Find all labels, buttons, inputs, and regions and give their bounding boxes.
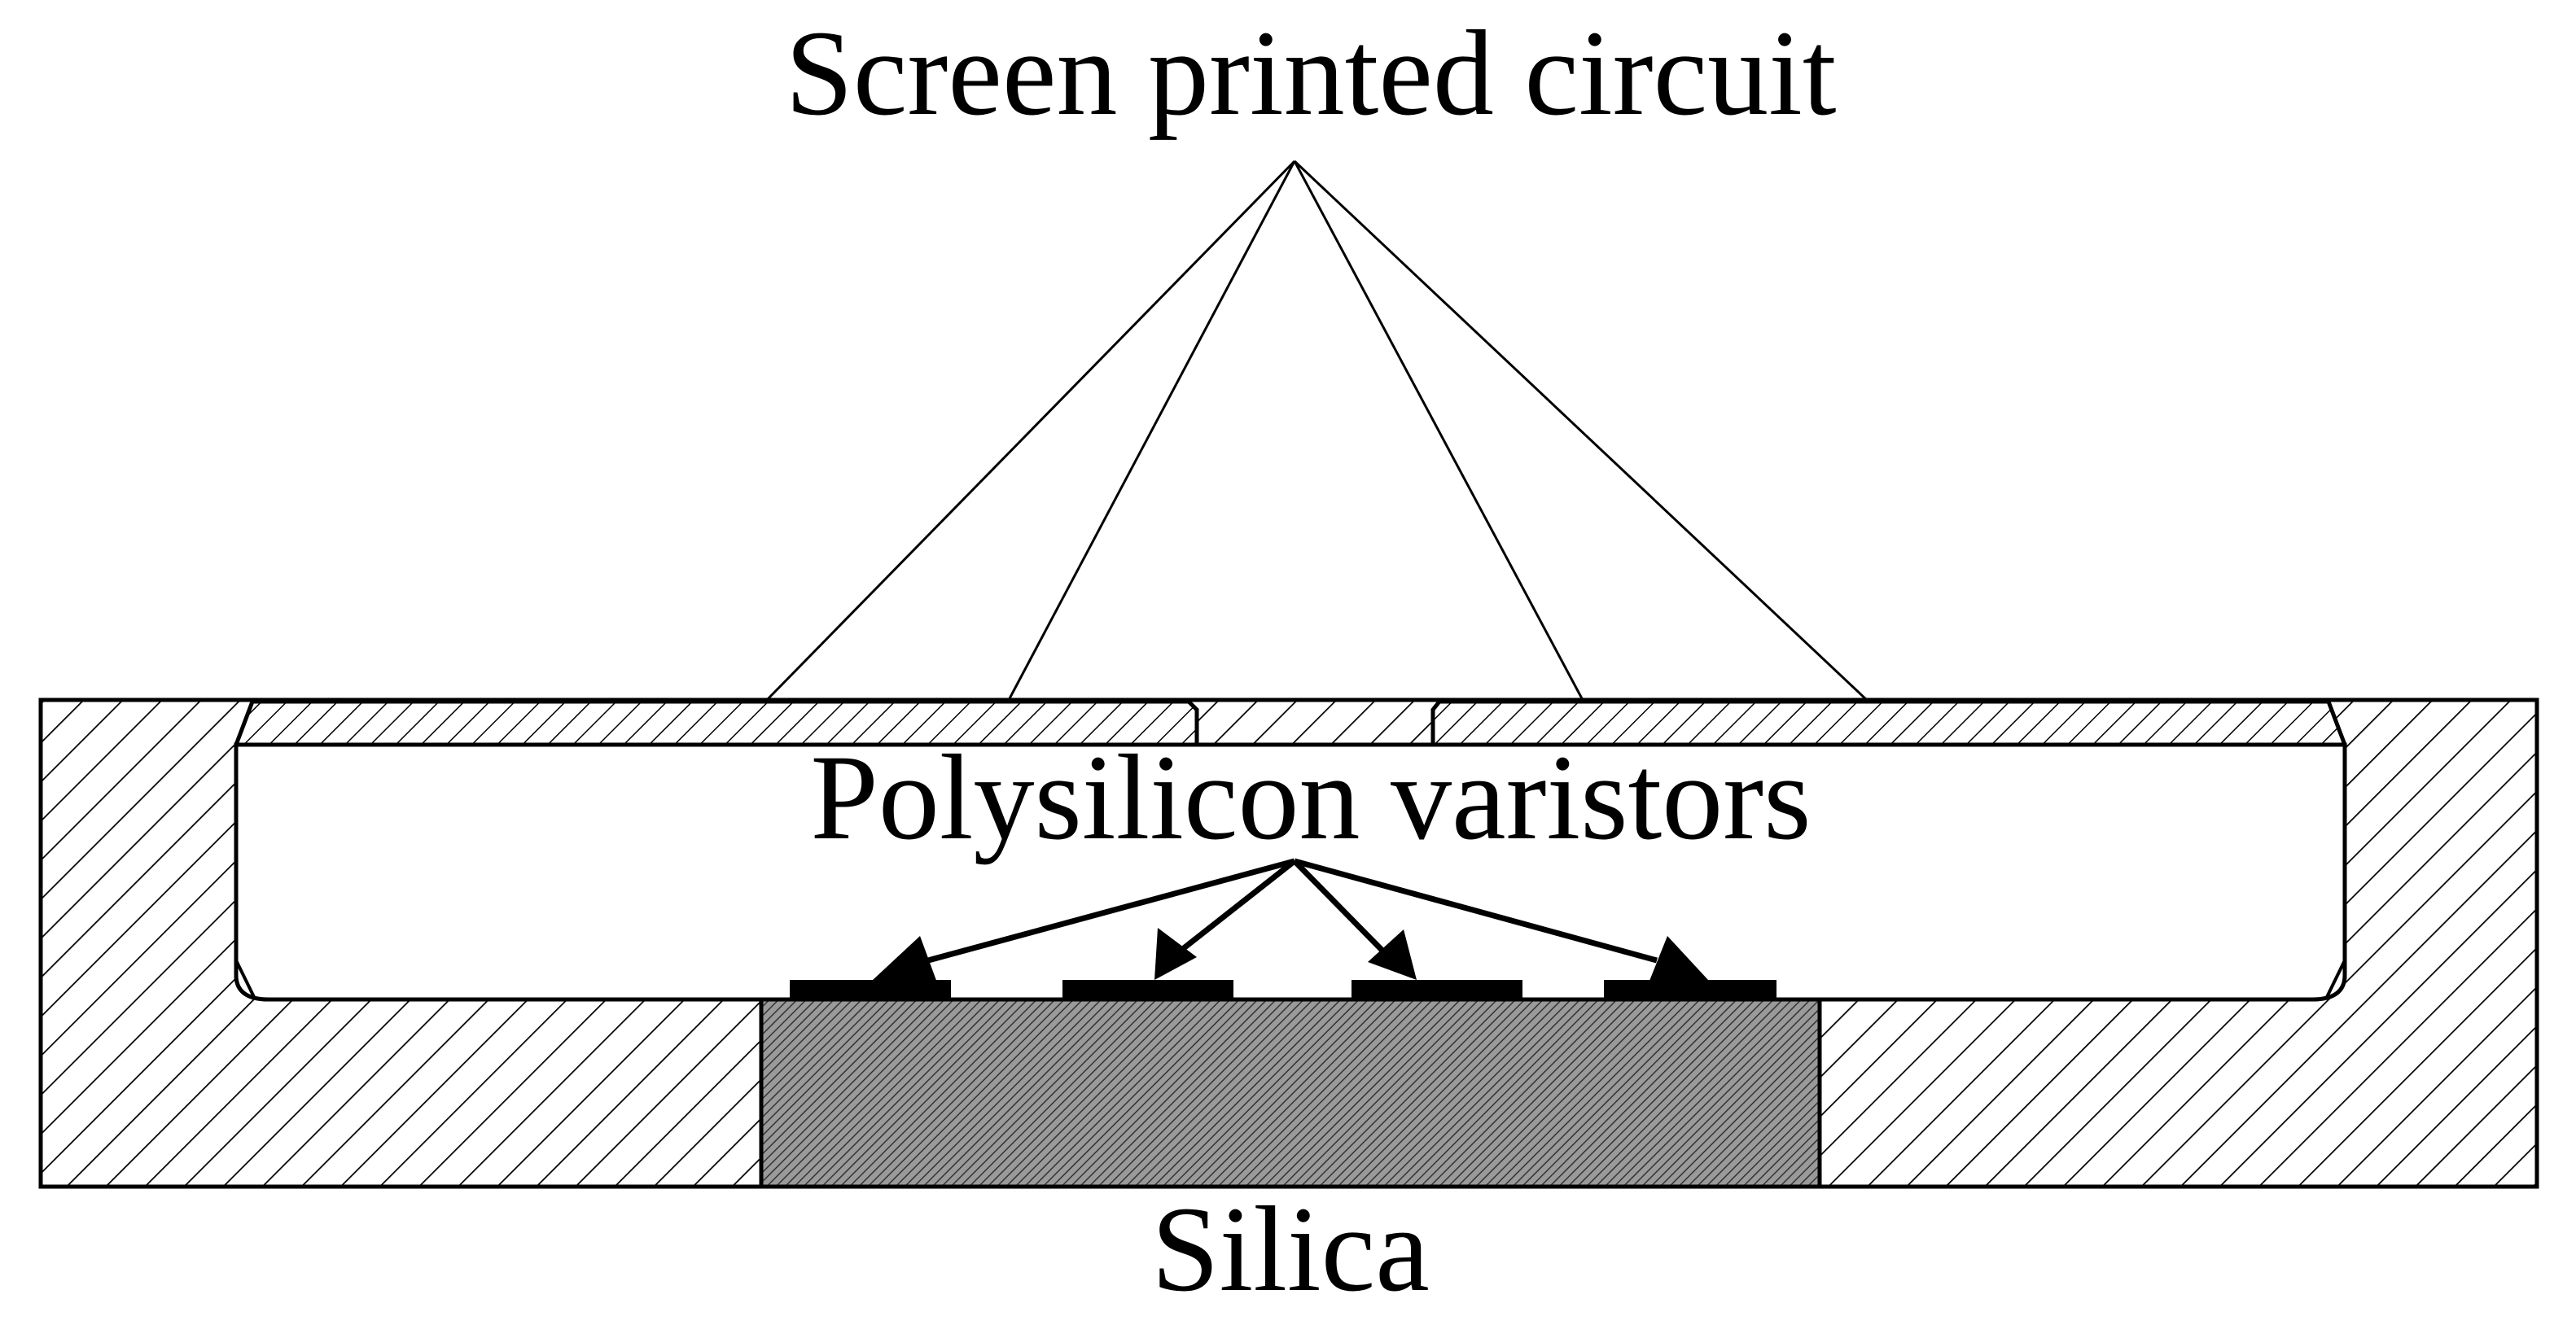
circuit-strip-left — [233, 699, 1199, 747]
varistor-pad-2 — [1062, 980, 1233, 999]
circuit-leader-4 — [1293, 160, 1870, 703]
label-polysilicon-varistors: Polysilicon varistors — [810, 730, 1811, 865]
varistor-arrow-3-shaft — [1292, 859, 1387, 955]
cavity-chamfer-bottom-left — [234, 960, 256, 998]
varistor-pads — [790, 980, 1776, 999]
silica-base — [759, 997, 1822, 1189]
circuit-leader-1 — [764, 160, 1296, 703]
varistor-arrow-3-head — [1368, 929, 1417, 980]
varistor-arrow-1-shaft — [927, 858, 1295, 964]
label-screen-printed-circuit: Screen printed circuit — [785, 6, 1836, 141]
varistor-pad-4 — [1604, 980, 1776, 999]
varistor-arrow-2-head — [1154, 928, 1197, 980]
varistor-arrow-1-head — [873, 936, 938, 985]
inner-cavity — [234, 742, 2347, 1002]
circuit-leader-lines — [764, 160, 1870, 703]
varistor-pad-3 — [1352, 980, 1522, 999]
circuit-leader-3 — [1293, 160, 1585, 702]
circuit-strip-right — [1430, 699, 2348, 747]
circuit-leader-2 — [1006, 160, 1296, 702]
screen-printed-circuit-strips — [233, 699, 2348, 747]
varistor-arrow-4-head — [1648, 936, 1708, 985]
varistor-arrow-4-shaft — [1294, 858, 1658, 964]
cavity-chamfer-bottom-right — [2325, 960, 2346, 998]
varistor-arrows — [873, 858, 1708, 985]
label-silica: Silica — [1151, 1182, 1430, 1317]
varistor-arrow-2-shaft — [1174, 859, 1297, 956]
